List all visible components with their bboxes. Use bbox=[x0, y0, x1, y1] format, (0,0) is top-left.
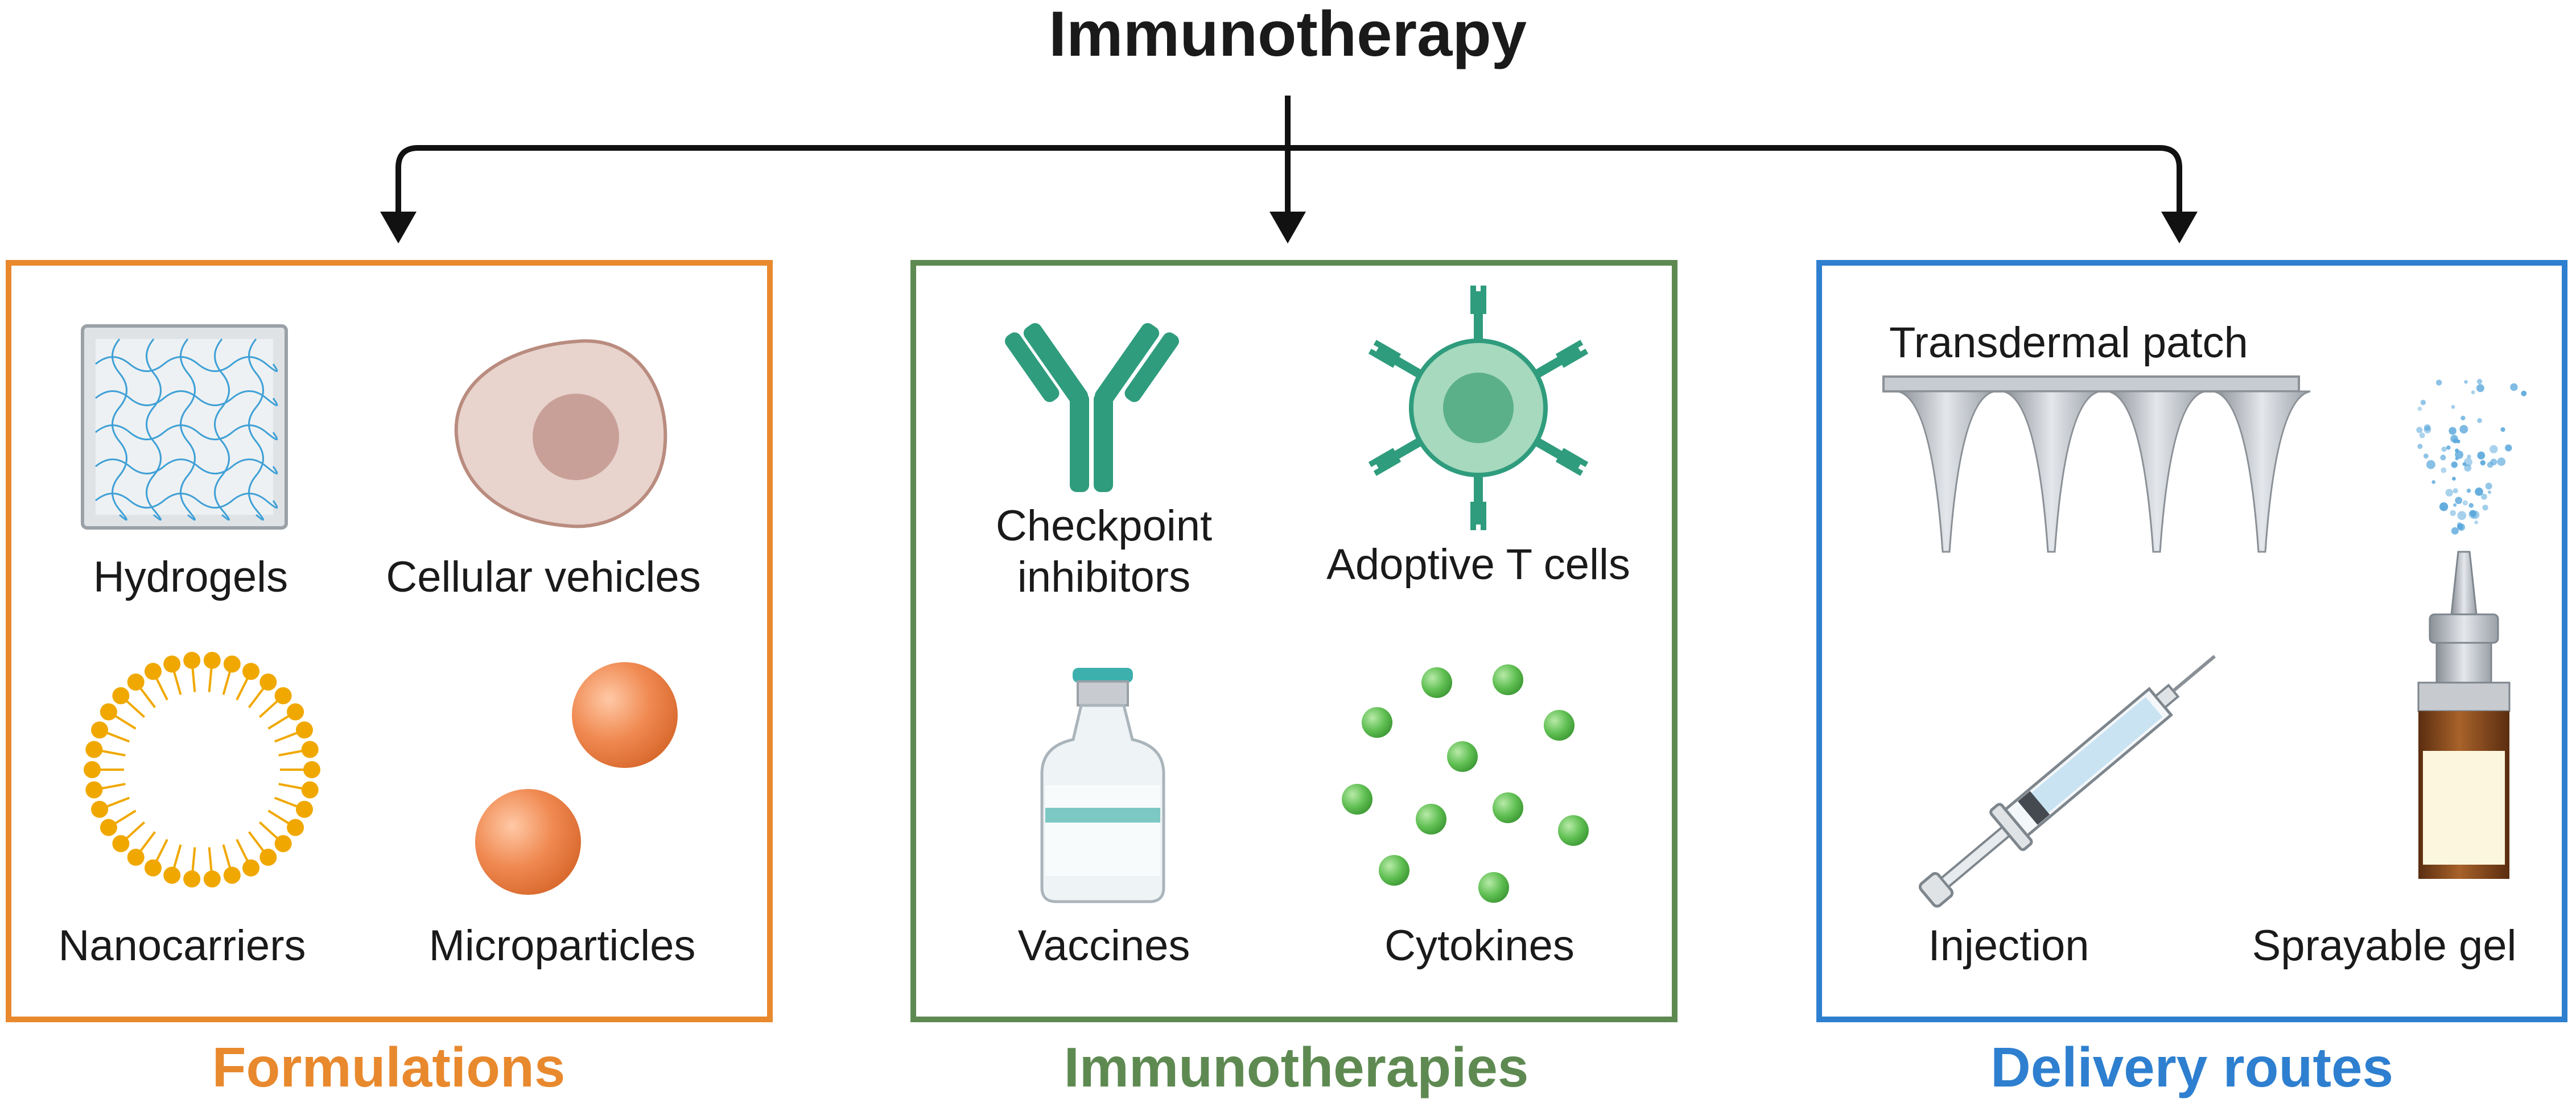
spray-bottle-icon bbox=[2416, 379, 2527, 879]
label-checkpoint-line1: Checkpoint bbox=[996, 502, 1212, 550]
label-sprayable-gel: Sprayable gel bbox=[2252, 922, 2517, 970]
microparticle-icon bbox=[475, 662, 678, 895]
cell-icon bbox=[454, 339, 667, 528]
label-hydrogels: Hydrogels bbox=[93, 553, 288, 601]
arrowheads bbox=[380, 212, 2198, 243]
diagram-title: Immunotherapy bbox=[1049, 0, 1527, 69]
label-injection: Injection bbox=[1928, 922, 2089, 970]
immunotherapies-box bbox=[910, 260, 1678, 1022]
section-title-delivery-routes: Delivery routes bbox=[1990, 1036, 2393, 1098]
label-nanocarriers: Nanocarriers bbox=[58, 922, 306, 970]
syringe-icon bbox=[1918, 655, 2216, 908]
label-transdermal-patch: Transdermal patch bbox=[1889, 319, 2248, 367]
label-cytokines: Cytokines bbox=[1384, 922, 1575, 970]
section-title-immunotherapies: Immunotherapies bbox=[1064, 1036, 1529, 1098]
label-microparticles: Microparticles bbox=[429, 922, 696, 970]
label-cellular-vehicles: Cellular vehicles bbox=[386, 553, 700, 601]
liposome-icon bbox=[84, 651, 320, 888]
section-title-formulations: Formulations bbox=[212, 1036, 566, 1098]
vial-icon bbox=[1040, 668, 1165, 903]
label-checkpoint-line2: inhibitors bbox=[1017, 553, 1190, 601]
label-vaccines: Vaccines bbox=[1018, 922, 1190, 970]
label-adoptive-t-cells: Adoptive T cells bbox=[1326, 540, 1630, 589]
t-cell-icon bbox=[1368, 286, 1589, 530]
branch-arrows bbox=[395, 96, 2182, 216]
delivery-routes-box bbox=[1816, 260, 2567, 1022]
microneedle-patch-icon bbox=[1882, 375, 2311, 553]
formulations-box bbox=[6, 260, 773, 1022]
antibody-icon bbox=[1005, 323, 1179, 492]
hydrogel-icon bbox=[81, 324, 288, 530]
cytokine-icon bbox=[1342, 664, 1589, 903]
